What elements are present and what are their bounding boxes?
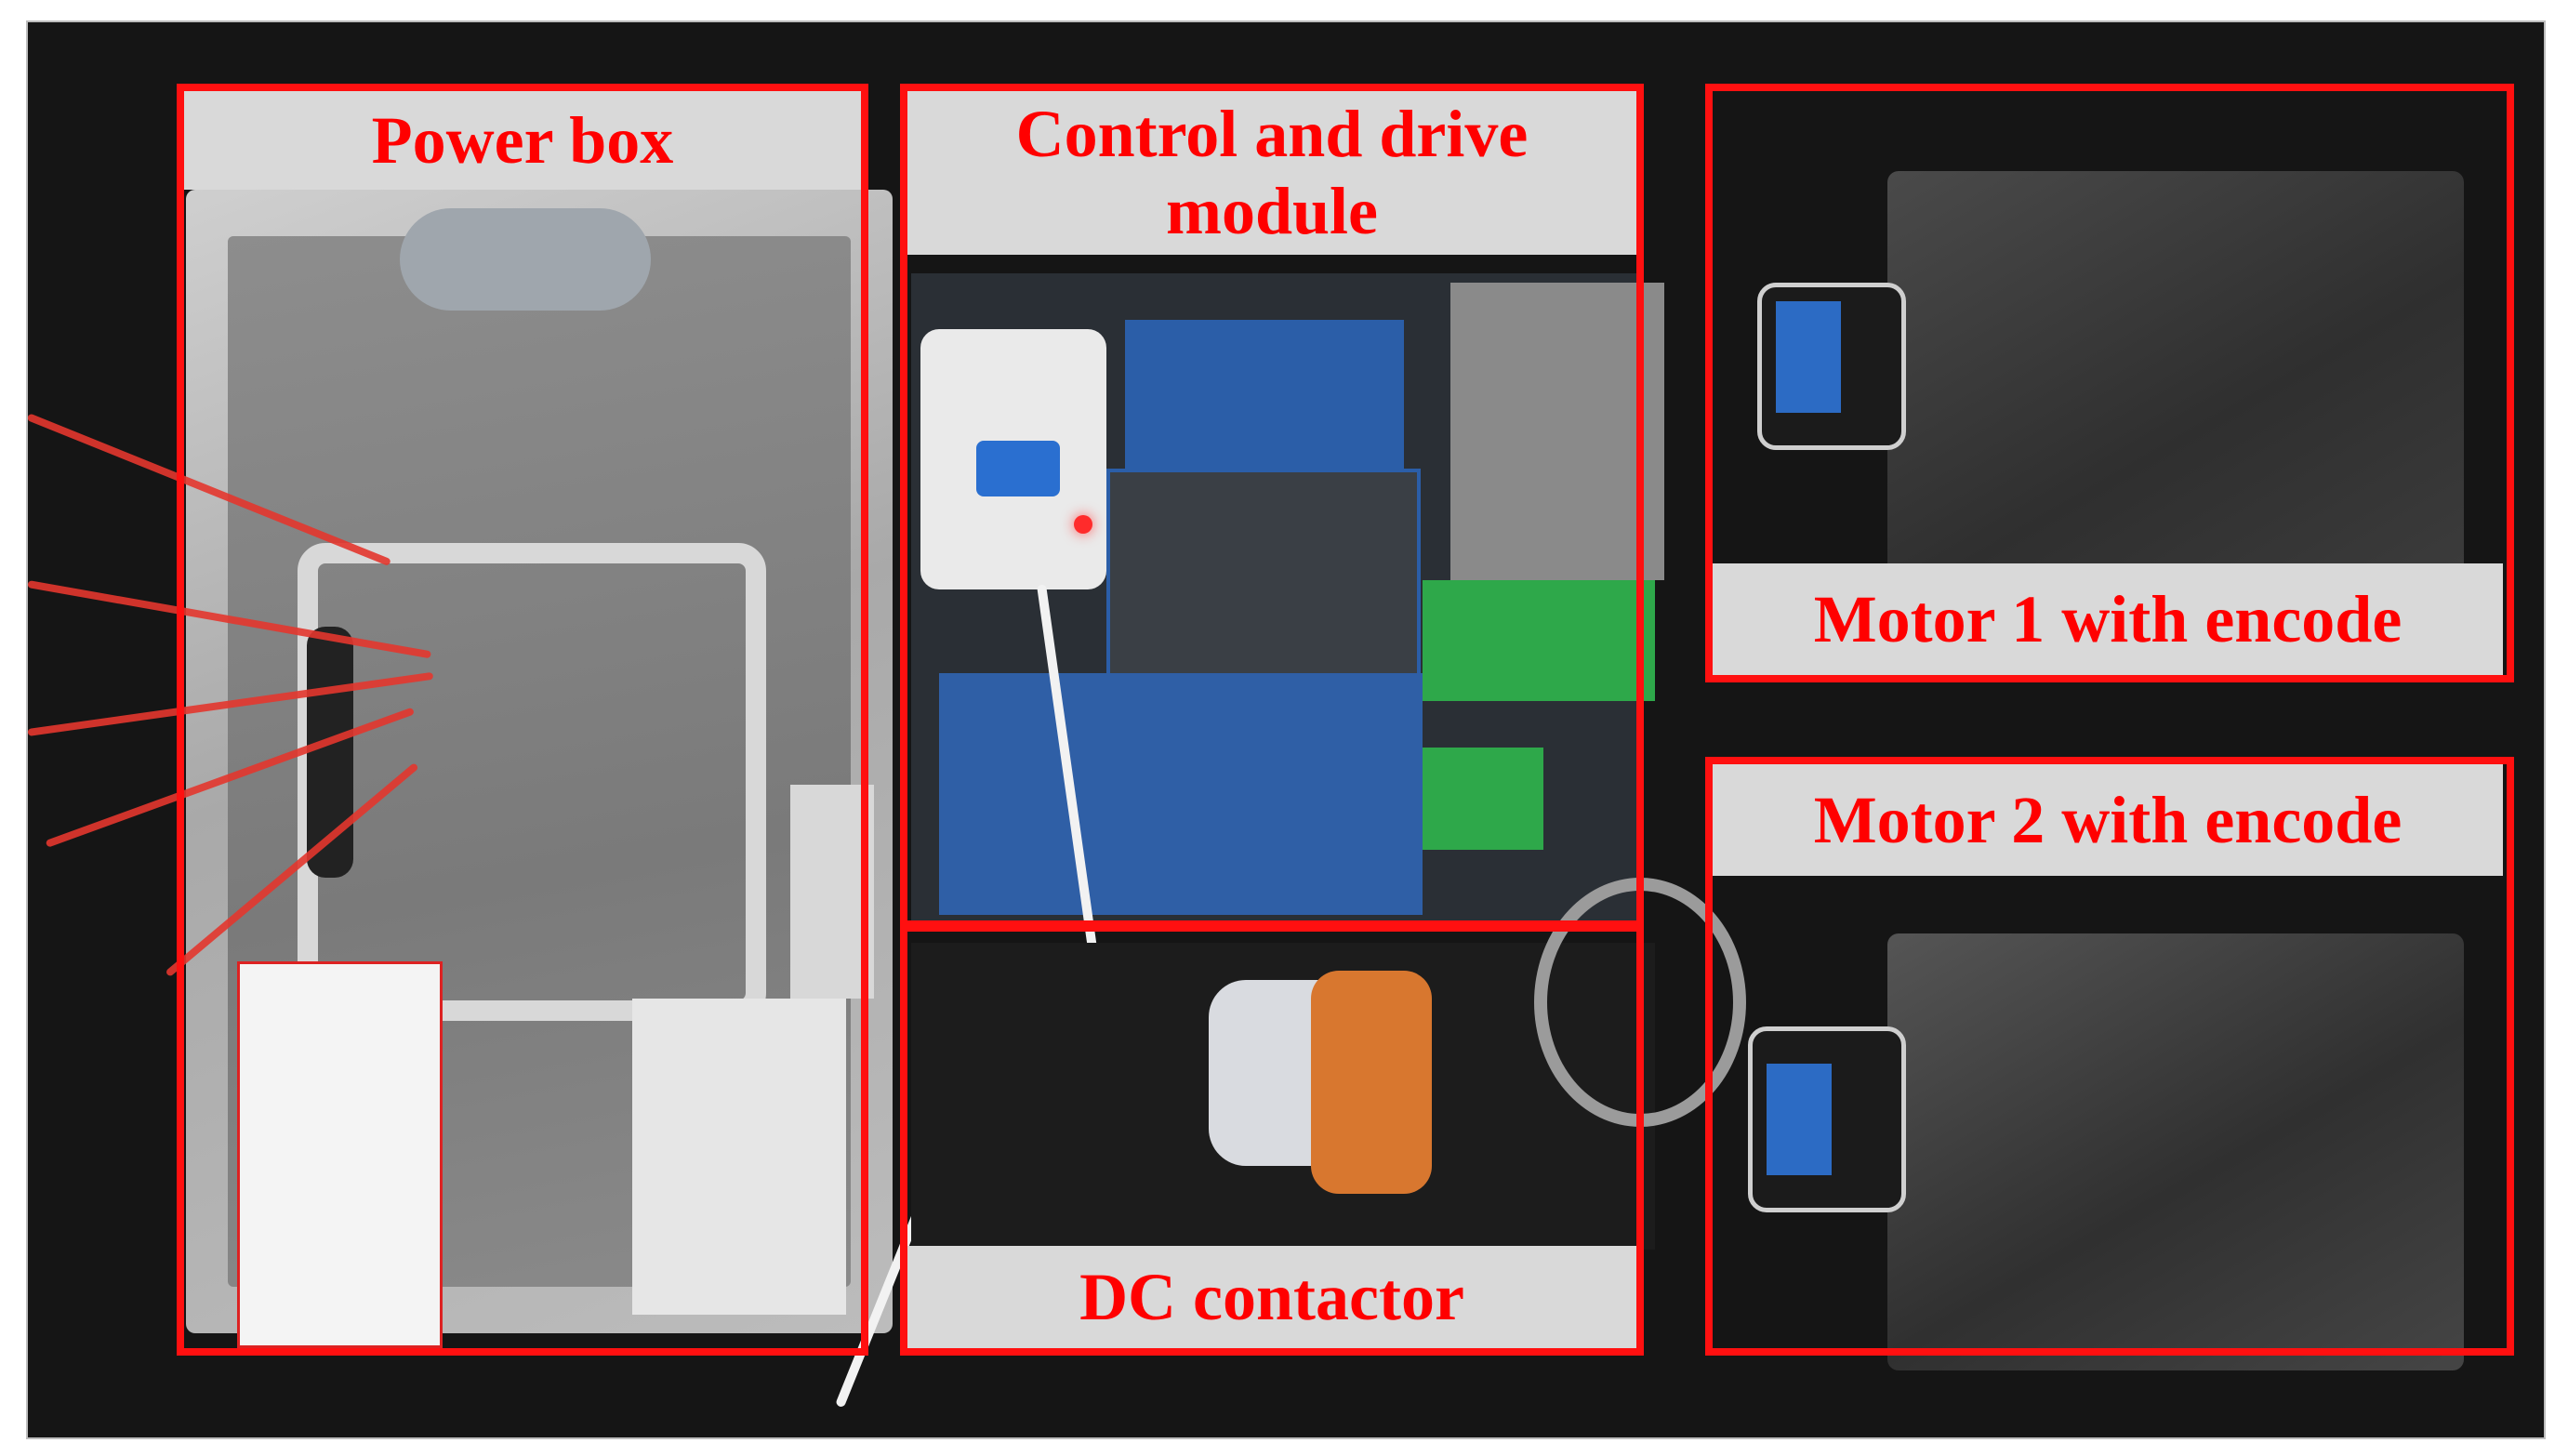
explorer-board bbox=[939, 673, 1423, 915]
dc-contactor-label: DC contactor bbox=[907, 1246, 1636, 1348]
terminal-block-small bbox=[1423, 748, 1543, 850]
hardware-photo bbox=[26, 20, 2546, 1439]
driver-board-top bbox=[1125, 320, 1404, 478]
dc-contactor-label-text: DC contactor bbox=[1079, 1259, 1464, 1334]
power-box-label-text: Power box bbox=[371, 102, 674, 178]
power-box-connector bbox=[400, 208, 651, 311]
dc-contactor-outline bbox=[900, 924, 1644, 1356]
motor-1-label-text: Motor 1 with encode bbox=[1813, 581, 2403, 656]
motor-1-body bbox=[1887, 171, 2464, 636]
motor-1-outline bbox=[1705, 84, 2514, 682]
orange-bracket bbox=[1311, 971, 1432, 1194]
control-drive-label-line2: module bbox=[1165, 174, 1379, 248]
st-logo-icon bbox=[976, 441, 1060, 496]
control-drive-label: Control and drive module bbox=[907, 91, 1636, 255]
power-box-label: Power box bbox=[184, 91, 861, 190]
motor-2-body bbox=[1887, 933, 2464, 1370]
terminal-block bbox=[1423, 580, 1655, 701]
red-led-icon bbox=[1074, 515, 1092, 534]
motor-2-label: Motor 2 with encode bbox=[1713, 764, 2503, 876]
info-label bbox=[790, 785, 874, 999]
motor-2-outline bbox=[1705, 757, 2514, 1356]
warning-sticker bbox=[237, 961, 443, 1348]
control-drive-label-line1: Control and drive bbox=[1015, 97, 1529, 172]
gray-connector-plate bbox=[1450, 283, 1664, 580]
motor-2-label-text: Motor 2 with encode bbox=[1813, 782, 2403, 857]
power-box-outline bbox=[177, 84, 868, 1356]
encoder-2-label bbox=[1767, 1064, 1832, 1175]
motor-1-label: Motor 1 with encode bbox=[1713, 563, 2503, 675]
encoder-1-label bbox=[1776, 301, 1841, 413]
warning-label bbox=[632, 999, 846, 1315]
